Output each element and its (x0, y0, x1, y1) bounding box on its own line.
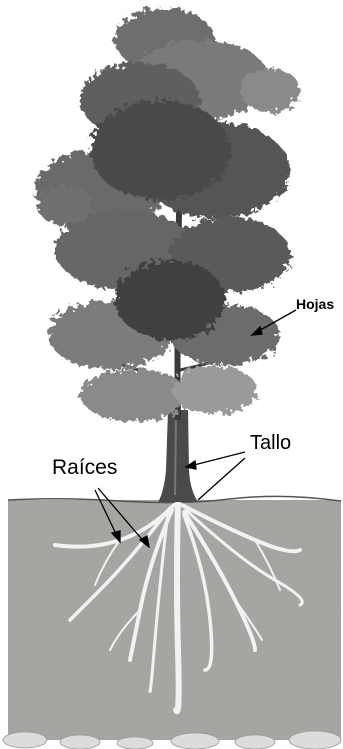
canopy (35, 8, 300, 421)
stone (171, 733, 219, 749)
stone (117, 737, 153, 749)
stone (235, 735, 275, 749)
label-tallo: Tallo (250, 432, 291, 455)
foliage-clump (90, 100, 230, 200)
foliage-clump (37, 185, 93, 225)
tallo-pointer-2 (198, 458, 245, 500)
trunk-shape (158, 410, 198, 502)
foliage-clump (240, 68, 300, 112)
root (176, 500, 179, 711)
foliage-clump (80, 369, 190, 421)
label-raices: Raíces (52, 456, 117, 480)
stone (289, 731, 341, 749)
trunk-highlight (175, 415, 176, 495)
stone (60, 735, 100, 749)
foliage-clump (115, 260, 225, 340)
stone (3, 732, 47, 748)
foliage-clump (173, 366, 257, 414)
tallo-pointer (190, 452, 245, 466)
label-hojas: Hojas (296, 296, 334, 312)
